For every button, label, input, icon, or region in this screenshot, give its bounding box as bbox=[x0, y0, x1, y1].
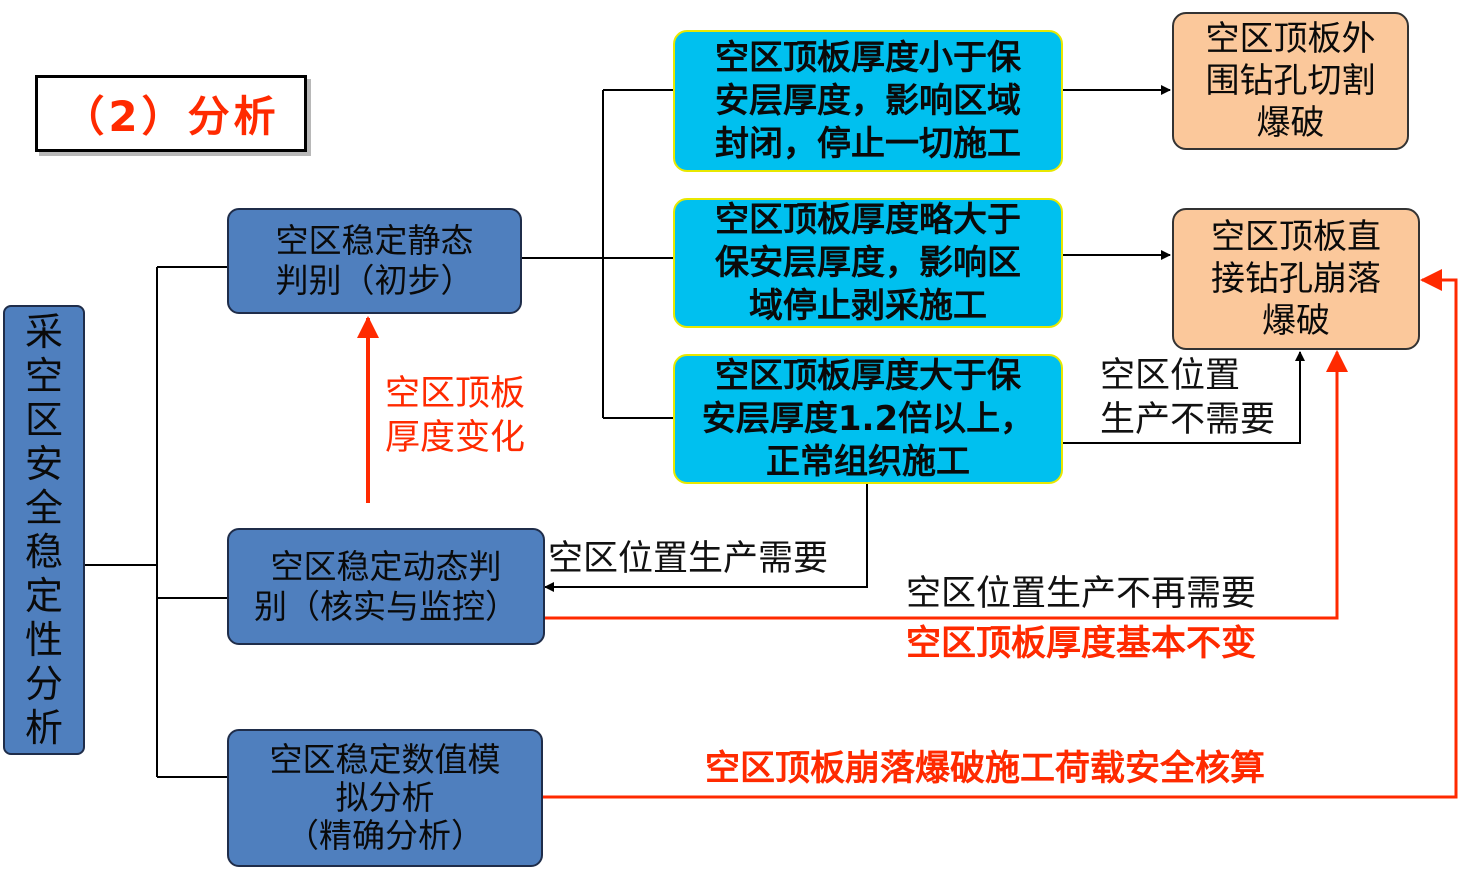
thin-roof-condition-box: 空区顶板厚度小于保 安层厚度，影响区域 封闭，停止一切施工 bbox=[673, 30, 1063, 172]
slight-roof-condition-box: 空区顶板厚度略大于 保安层厚度，影响区 域停止剥采施工 bbox=[673, 198, 1063, 328]
arrow-thick-to-direct bbox=[1062, 351, 1305, 444]
section-title: （2）分析 bbox=[35, 75, 307, 152]
root-node: 采 空 区 安 全 稳 定 性 分 析 bbox=[3, 305, 85, 755]
root-bracket bbox=[85, 266, 227, 778]
needed-label: 空区位置生产需要 bbox=[548, 539, 829, 579]
dynamic-method-box: 空区稳定动态判 别（核实与监控） bbox=[227, 528, 545, 645]
direct-blasting-box: 空区顶板直 接钻孔崩落 爆破 bbox=[1172, 208, 1420, 350]
thick-roof-condition-box: 空区顶板厚度大于保 安层厚度1.2倍以上， 正常组织施工 bbox=[673, 354, 1063, 484]
blast-check-label: 空区顶板崩落爆破施工荷载安全核算 bbox=[705, 749, 1266, 789]
static-bracket bbox=[521, 89, 675, 419]
no-longer-needed-label: 空区位置生产不再需要 bbox=[906, 574, 1257, 614]
static-method-box: 空区稳定静态 判别（初步） bbox=[227, 208, 522, 314]
numeric-method-box: 空区稳定数值模 拟分析 （精确分析） bbox=[227, 729, 543, 867]
roof-unchanged-label: 空区顶板厚度基本不变 bbox=[906, 624, 1257, 664]
perimeter-blasting-box: 空区顶板外 围钻孔切割 爆破 bbox=[1172, 12, 1409, 150]
not-needed-label: 空区位置 生产不需要 bbox=[1100, 356, 1276, 440]
roof-change-label: 空区顶板 厚度变化 bbox=[385, 374, 526, 458]
red-arrow-dynamic-to-direct bbox=[545, 350, 1348, 620]
red-arrow-numeric-to-direct bbox=[543, 269, 1458, 799]
arrow-thick-to-dynamic bbox=[544, 484, 868, 592]
